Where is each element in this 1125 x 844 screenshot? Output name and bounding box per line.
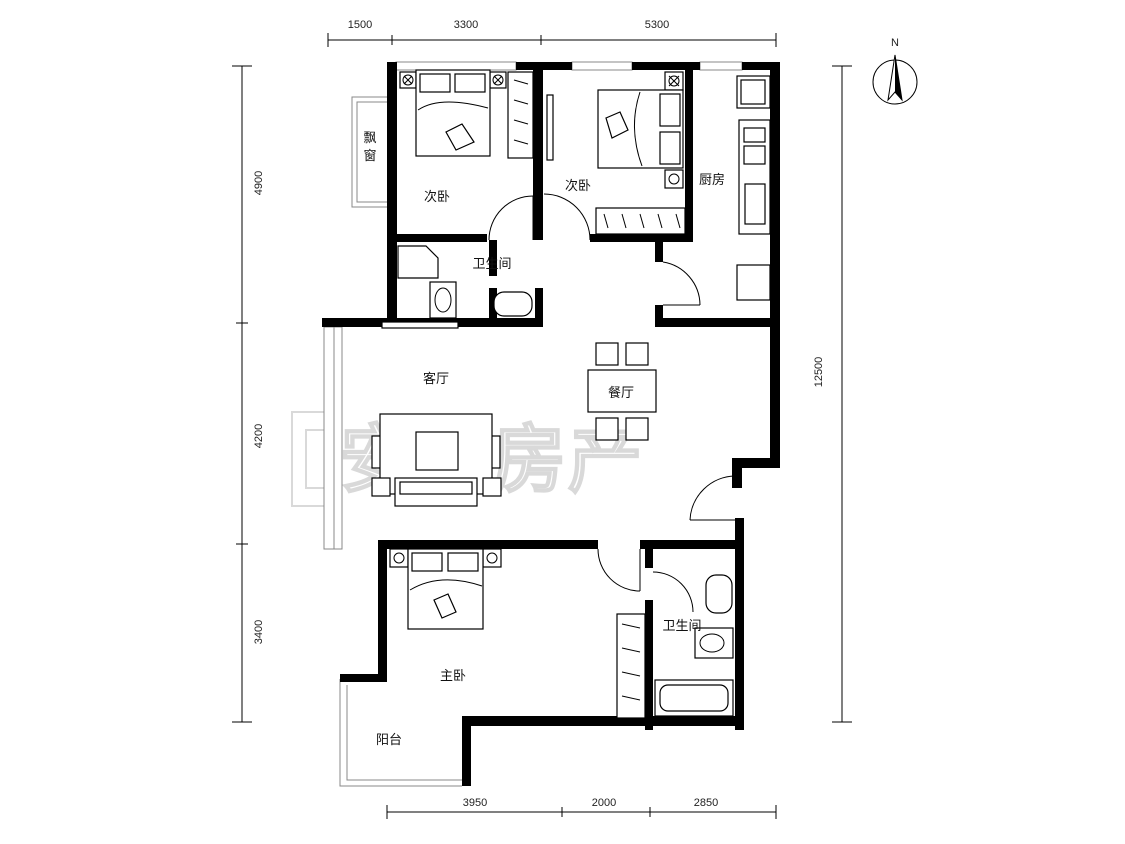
wardrobe-upper-right — [595, 207, 686, 235]
kitchen-fixtures — [736, 75, 771, 301]
dim-left-1: 4900 — [253, 171, 265, 195]
label-dining-room: 餐厅 — [608, 385, 634, 401]
label-bedroom2-left: 次卧 — [424, 189, 450, 205]
label-bay-window-2: 窗 — [363, 148, 376, 164]
bathroom-top-fixtures — [381, 245, 533, 329]
dim-top-3: 5300 — [645, 19, 669, 31]
label-master-bedroom: 主卧 — [440, 669, 466, 684]
right-dimension: 12500 — [813, 65, 852, 723]
wardrobe-master — [616, 613, 646, 719]
bed-upper-left — [399, 69, 507, 157]
label-living-room: 客厅 — [423, 371, 449, 387]
dim-left-2: 4200 — [253, 424, 265, 448]
walls — [322, 62, 780, 786]
label-bay-window-1: 飘 — [363, 131, 376, 146]
dim-top-1: 1500 — [348, 19, 372, 31]
dim-bottom-2: 2000 — [592, 797, 616, 809]
dining-set — [587, 342, 657, 441]
top-dimension: 1500 3300 5300 — [327, 19, 777, 47]
bed-master — [389, 548, 502, 630]
dim-bottom-1: 3950 — [463, 797, 487, 809]
dim-top-2: 3300 — [454, 19, 478, 31]
doors — [488, 193, 736, 613]
compass-north-label: N — [891, 37, 899, 49]
room-labels: 飘 窗 次卧 次卧 厨房 卫生间 客厅 餐厅 主卧 卫生间 阳台 — [363, 131, 725, 748]
bathroom-bottom-fixtures — [654, 574, 734, 717]
compass: N — [872, 37, 918, 105]
label-bathroom-bottom: 卫生间 — [662, 619, 701, 634]
dim-bottom-3: 2850 — [694, 797, 718, 809]
dim-right: 12500 — [813, 357, 825, 388]
label-bedroom2-right: 次卧 — [565, 178, 591, 194]
windows — [323, 61, 743, 787]
dim-left-3: 3400 — [253, 620, 265, 644]
sofa-set — [371, 413, 502, 507]
left-dimension: 4900 4200 3400 — [232, 65, 265, 723]
label-balcony: 阳台 — [376, 733, 402, 748]
label-bathroom-top: 卫生间 — [472, 257, 511, 272]
label-kitchen: 厨房 — [699, 172, 725, 188]
wardrobe-upper-left — [507, 71, 534, 159]
bottom-dimension: 3950 2000 2850 — [386, 797, 777, 819]
bed-upper-right — [546, 71, 684, 189]
